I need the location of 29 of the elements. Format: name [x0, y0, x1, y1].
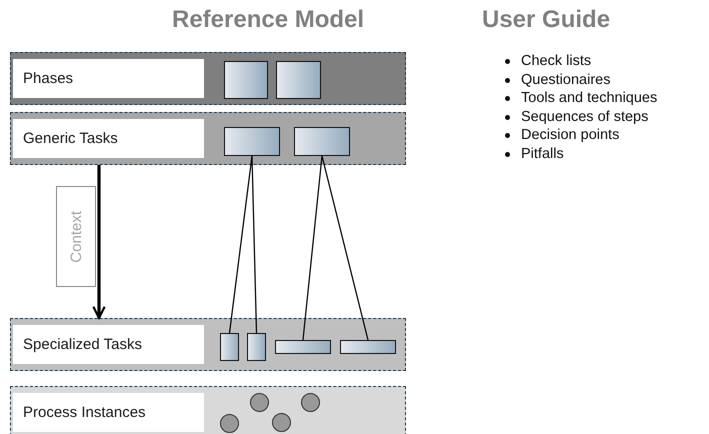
layer-label: Phases: [13, 59, 204, 98]
instance-circle: [272, 413, 291, 432]
instance-circle: [220, 414, 239, 433]
task-box: [247, 333, 266, 361]
task-box: [224, 61, 268, 99]
instance-circle: [301, 393, 320, 412]
list-item: Questionaires: [521, 72, 610, 88]
list-item: Check lists: [521, 53, 592, 69]
list-item: Pitfalls: [521, 146, 564, 162]
task-box: [276, 61, 321, 99]
layer-label: Generic Tasks: [13, 119, 204, 158]
task-box: [275, 340, 331, 354]
layer-band: [10, 112, 406, 165]
layer-label: Process Instances: [13, 393, 204, 432]
list-item: Sequences of steps: [521, 108, 648, 125]
list-item: Decision points: [521, 127, 620, 144]
task-box: [294, 127, 350, 156]
heading: User Guide: [482, 6, 610, 34]
layer-band: [10, 386, 406, 434]
layer-band: [10, 318, 406, 371]
layer-band: [10, 52, 406, 105]
instance-circle: [250, 393, 269, 412]
edge-label: Context: [56, 186, 96, 287]
task-box: [220, 333, 239, 361]
task-box: [224, 127, 280, 156]
layer-label: Specialized Tasks: [13, 325, 204, 364]
list-item: Tools and techniques: [521, 90, 658, 106]
title: Reference Model: [172, 6, 364, 34]
task-box: [340, 340, 396, 354]
